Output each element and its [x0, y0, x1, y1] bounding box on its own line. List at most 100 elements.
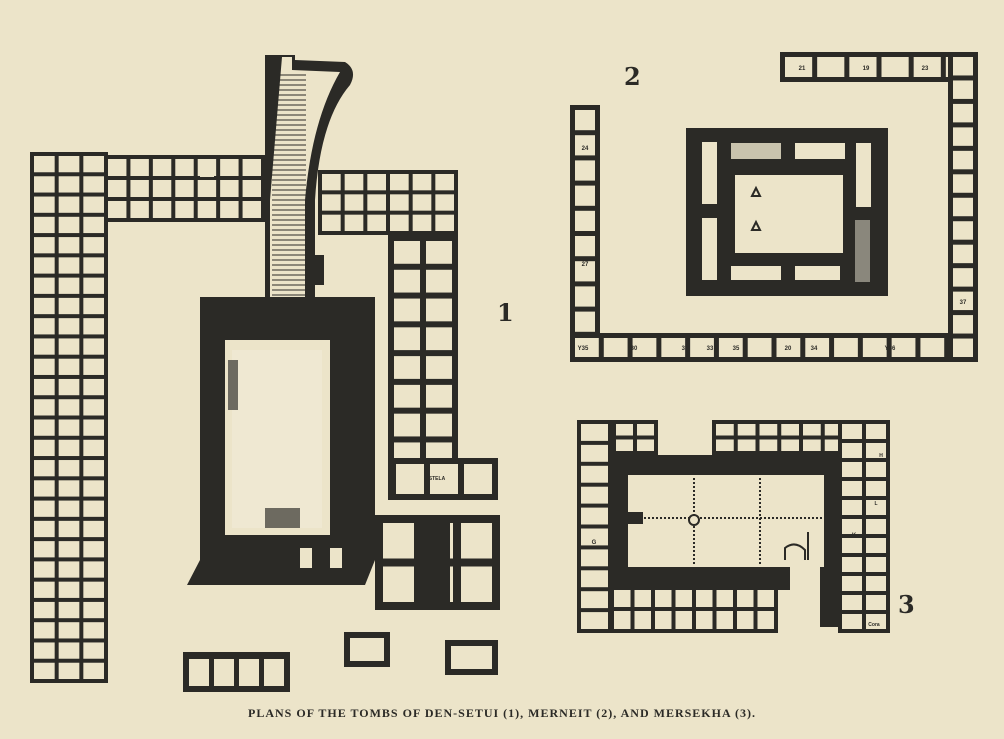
cell-label-stela: STELA [429, 476, 446, 482]
chamber-cell [58, 156, 80, 173]
chamber-cell [718, 338, 743, 357]
chamber-cell [426, 269, 452, 293]
chamber-cell [58, 358, 80, 375]
chamber-cell [747, 338, 772, 357]
chamber-cell [83, 601, 104, 619]
chamber-cell [842, 481, 862, 496]
chamber-cell [655, 589, 672, 607]
chamber-cell [58, 257, 80, 274]
chamber-cell [34, 358, 55, 375]
chamber-cell [575, 135, 595, 156]
chamber-cell [108, 159, 127, 176]
chamber-cell [426, 298, 452, 322]
chamber-cell [58, 196, 80, 213]
chamber-cell [655, 611, 672, 629]
chamber-cell [661, 338, 686, 357]
chamber-cell [842, 595, 862, 610]
chamber-cell [175, 201, 194, 218]
chamber-cell [34, 156, 55, 173]
chamber-cell [58, 338, 80, 355]
chamber-cell [34, 581, 55, 598]
chamber-cell [834, 338, 858, 357]
chamber-cell [350, 638, 384, 661]
cell-label: 23 [922, 66, 929, 72]
cell-label: G [592, 540, 597, 546]
chamber-cell [866, 557, 886, 572]
chamber-cell [716, 611, 733, 629]
chamber-cell [675, 589, 692, 607]
chamber-cell [322, 214, 341, 231]
chamber-cell [220, 159, 239, 176]
chamber-cell [58, 622, 80, 639]
chamber-cell [817, 57, 845, 77]
chamber-cell [412, 174, 432, 191]
chamber-cell [83, 156, 104, 173]
chamber-cell [575, 185, 595, 206]
cell-label: 27 [582, 262, 589, 268]
chamber-cell [716, 589, 733, 607]
chamber-cell [58, 176, 80, 193]
chamber-cell [953, 315, 973, 334]
chamber-cell [83, 176, 104, 193]
chamber-cell [394, 327, 420, 351]
chamber-cell [367, 194, 386, 211]
chamber-cell [430, 464, 458, 494]
chamber-cell [461, 523, 492, 559]
chamber-cell [83, 196, 104, 213]
chamber-cell [344, 194, 364, 211]
pier [628, 512, 643, 524]
chamber-cell [461, 566, 492, 602]
chamber-cell [581, 549, 608, 567]
chamber-cell [696, 611, 713, 629]
chamber-cell [891, 338, 916, 357]
plan1-north-wing-east [318, 170, 458, 235]
chamber-cell [842, 576, 862, 591]
chamber-cell [757, 589, 774, 607]
chamber-cell [953, 150, 973, 170]
chamber-cell [953, 244, 973, 264]
chamber-cell [34, 277, 55, 294]
chamber-cell [953, 127, 973, 146]
chamber-cell [34, 500, 55, 517]
chamber-cell [58, 419, 80, 436]
chamber-cell [634, 589, 651, 607]
chamber-cell [58, 378, 80, 396]
chamber-cell [866, 462, 886, 477]
cell-label: 34 [811, 346, 818, 352]
chamber-cell [83, 399, 104, 416]
chamber-cell [795, 143, 845, 159]
chamber-cell [953, 174, 973, 193]
chamber-cell [34, 176, 55, 193]
chamber-cell [953, 268, 973, 287]
chamber-cell [842, 443, 862, 458]
chamber-cell [34, 419, 55, 436]
plan2-north-row [780, 52, 978, 82]
chamber-cell [34, 399, 55, 416]
chamber-cell [58, 500, 80, 517]
chamber-cell [842, 500, 862, 515]
stairway [784, 532, 809, 560]
chamber-cell [913, 57, 941, 77]
chamber-cell [58, 561, 80, 578]
chamber-cell [862, 338, 887, 357]
chamber-cell [637, 424, 654, 436]
chamber-cell [805, 338, 830, 357]
plan1-chamber-floor [232, 350, 322, 528]
chamber-cell [242, 159, 261, 176]
chamber-cell [344, 214, 364, 231]
chamber-cell [759, 424, 778, 436]
chamber-cell [83, 642, 104, 659]
chamber-cell [581, 486, 608, 504]
chamber-cell [83, 358, 104, 375]
chamber-cell [322, 194, 341, 211]
chamber-cell [702, 142, 717, 204]
chamber-cell [83, 297, 104, 315]
chamber-cell [575, 210, 595, 231]
chamber-cell [803, 424, 821, 436]
chamber-cell [175, 180, 194, 197]
chamber-cell [842, 614, 862, 629]
chamber-cell [239, 659, 259, 686]
chamber-cell [34, 622, 55, 639]
chamber-cell [953, 57, 973, 76]
